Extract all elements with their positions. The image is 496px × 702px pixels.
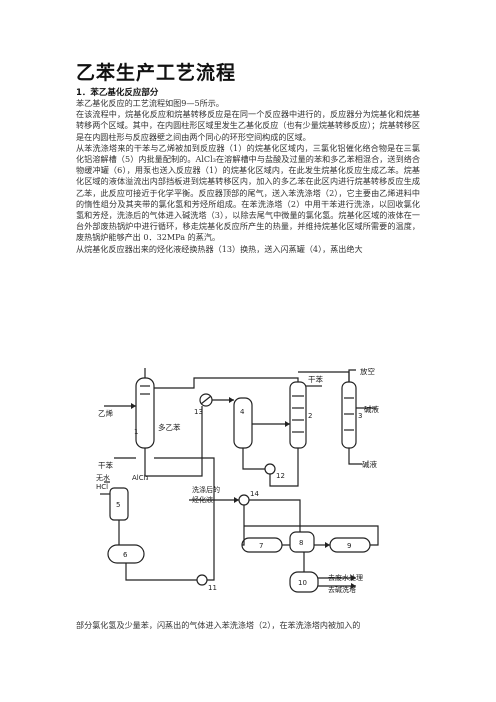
page-title: 乙苯生产工艺流程 (76, 62, 237, 84)
body-text: 苯乙基化反应的工艺流程如图9—5所示。 在该流程中，烷基化反应和烷基转移反应是在… (76, 98, 420, 255)
benzene-wash-tower-2 (289, 381, 307, 449)
label-anhydrous: 无水 (96, 473, 110, 482)
label-caustic: 碱液 (364, 404, 379, 414)
equipment-number: 3 (358, 412, 362, 420)
label-polyethylbenzene: 多乙苯 (158, 422, 181, 432)
label-to-caustic-wash: 去碱洗塔 (328, 585, 356, 594)
label-washed-liquid-1: 洗涤后的 (192, 485, 220, 494)
section-heading: 1．苯乙基化反应部分 (76, 88, 159, 98)
label-dry-benzene-top: 干苯 (308, 374, 323, 384)
flash-drum-4 (233, 397, 253, 449)
equipment-number: 2 (308, 412, 312, 420)
equipment-number: 4 (240, 408, 245, 416)
label-alcl3: AlCl₃ (132, 474, 149, 482)
label-vent: 放空 (360, 368, 375, 376)
equipment-number: 13 (194, 408, 203, 416)
label-caustic-2: 碱液 (362, 459, 377, 469)
equipment-number: 10 (298, 579, 307, 587)
heat-exchanger-14 (238, 494, 250, 506)
label-dry-benzene-left: 干苯 (98, 460, 113, 470)
paragraph-continued: 部分氯化氢及少量苯，闪蒸出的气体进入苯洗涤塔（2），在苯洗涤塔内被加入的 (76, 620, 361, 630)
equipment-number: 14 (250, 490, 259, 498)
vessel-8 (289, 531, 315, 553)
equipment-number: 7 (259, 542, 263, 550)
paragraph: 在该流程中，烷基化反应和烷基转移反应是在同一个反应器中进行的，反应器分为烷基化和… (76, 109, 420, 142)
equipment-number: 11 (208, 584, 217, 592)
label-ethylene: 乙烯 (98, 408, 113, 418)
equipment-number: 9 (347, 542, 351, 550)
paragraph: 从苯洗涤塔来的干苯与乙烯被加到反应器（1）的烷基化区域内，三氯化铝催化络合物是在… (76, 142, 420, 243)
equipment-number: 8 (299, 539, 303, 547)
equipment-number: 5 (116, 501, 120, 509)
pump-11 (196, 574, 208, 586)
equipment-number: 12 (276, 472, 285, 480)
reactor-1 (135, 377, 155, 449)
process-flow-diagram: 放空 干苯 碱液 碱液 乙烯 多乙苯 干苯 无水 HCl AlCl₃ 洗涤后的 … (96, 368, 379, 594)
paragraph: 苯乙基化反应的工艺流程如图9—5所示。 (76, 98, 224, 108)
label-washed-liquid-2: 烃化液 (192, 495, 213, 504)
pump-12 (264, 463, 276, 475)
label-to-wastewater: 去废水处理 (328, 573, 363, 582)
equipment-number: 6 (123, 551, 128, 559)
paragraph: 从烷基化反应器出来的烃化液经换热器（13）换热，送入闪蒸罐（4），蒸出绝大 (76, 243, 363, 254)
equipment-number: 1 (134, 428, 138, 436)
label-hcl: HCl (96, 483, 108, 491)
caustic-wash-tower-3 (341, 381, 357, 449)
